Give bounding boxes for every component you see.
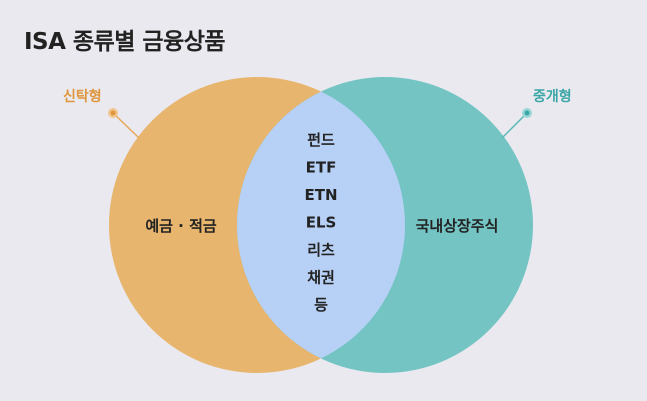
- overlap-item: ETN: [304, 186, 337, 204]
- left-connector-line: [112, 112, 140, 139]
- overlap-item: 등: [314, 296, 328, 314]
- overlap-item: ELS: [306, 214, 337, 232]
- overlap-item: 채권: [307, 269, 335, 287]
- right-set-label: 중개형: [533, 89, 572, 105]
- right-set-content: 국내상장주식: [416, 217, 499, 235]
- overlap-item: 펀드: [307, 131, 335, 149]
- left-set-content: 예금 · 적금: [145, 217, 217, 235]
- overlap-item: 리츠: [307, 241, 335, 259]
- left-set-label: 신탁형: [63, 89, 102, 105]
- page-title: ISA 종류별 금융상품: [24, 29, 226, 55]
- overlap-item: ETF: [306, 159, 337, 177]
- overlap-region: [237, 77, 405, 373]
- right-connector-line: [501, 112, 528, 139]
- left-connector-dot-core: [110, 110, 116, 116]
- right-connector-dot-core: [524, 110, 530, 116]
